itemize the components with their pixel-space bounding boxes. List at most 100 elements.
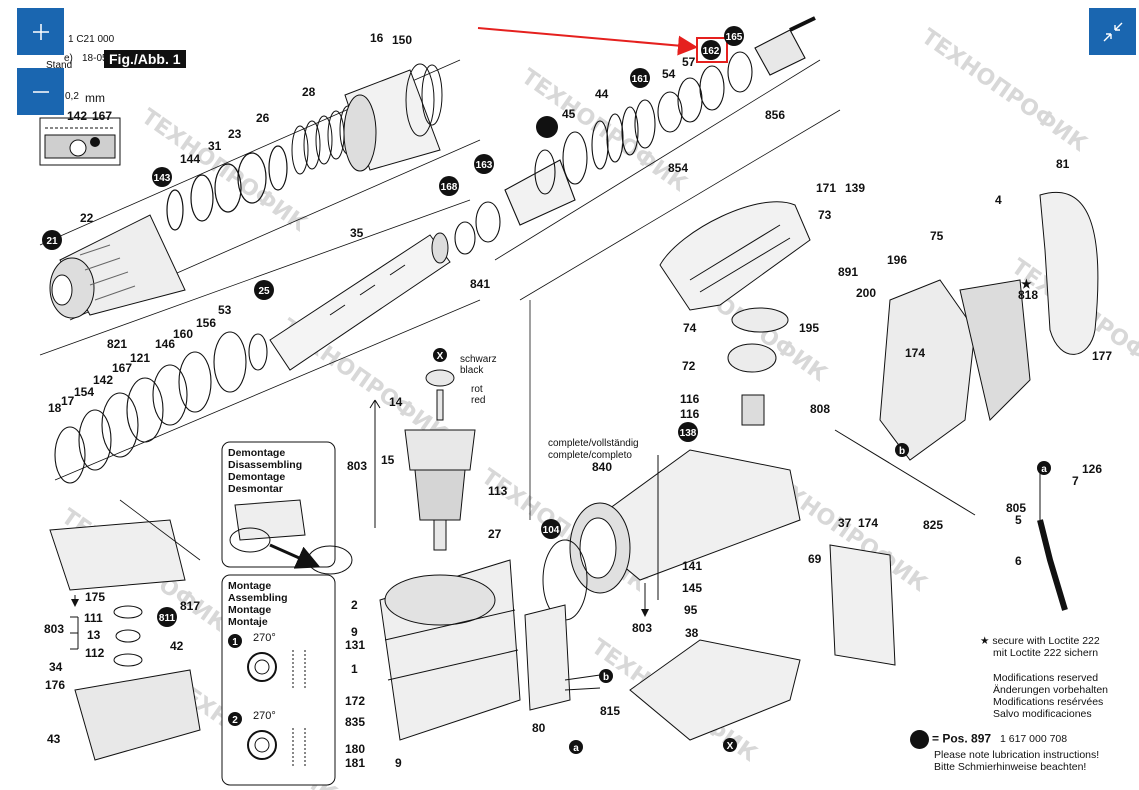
electronic-module — [524, 604, 601, 711]
chuck-sleeve — [49, 214, 186, 319]
plus-icon — [32, 23, 49, 40]
svg-text:red: red — [471, 395, 485, 406]
part-label: 73 — [818, 208, 832, 222]
svg-text:black: black — [460, 365, 484, 376]
part-label: 26 — [256, 111, 270, 125]
part-label: 803 — [347, 459, 367, 473]
circled-labels: 143 21 25 168 163 161 162 165 138 104 81… — [42, 26, 744, 627]
svg-text:X: X — [437, 351, 444, 362]
part-label: 841 — [470, 277, 490, 291]
part-label: 15 — [381, 453, 395, 467]
part-label: 112 — [85, 646, 105, 660]
part-label: 803 — [632, 621, 652, 635]
svg-text:Montage: Montage — [228, 580, 271, 592]
part-label: 7 — [1072, 474, 1079, 488]
gap-unit: mm — [85, 91, 105, 105]
part-label: 6 — [1015, 554, 1022, 568]
spindle-tube — [269, 232, 451, 371]
date-prefix: e) — [64, 53, 73, 64]
svg-text:a: a — [573, 743, 579, 754]
brush-holder-assembly — [49, 519, 201, 761]
lower-ring-set — [54, 331, 268, 484]
rear-handle — [1039, 191, 1099, 355]
part-label: 69 — [808, 552, 822, 566]
star-icon: ★ — [980, 635, 993, 647]
guide-line — [119, 499, 201, 561]
part-label: 171 — [816, 181, 836, 195]
part-label: 856 — [765, 108, 785, 122]
complete-label: complete/vollständig — [548, 438, 639, 449]
svg-text:X: X — [727, 741, 734, 752]
part-label: 131 — [345, 638, 365, 652]
watermark: ТЕХНОПРОФИК — [917, 24, 1092, 157]
svg-text:Disassembling: Disassembling — [228, 459, 302, 471]
part-label: 154 — [74, 385, 94, 399]
zoom-in-button[interactable] — [17, 8, 64, 55]
part-label: 145 — [682, 581, 702, 595]
svg-text:21: 21 — [46, 236, 58, 247]
gear-parts — [727, 307, 789, 426]
svg-text:Montage: Montage — [228, 604, 271, 616]
svg-text:163: 163 — [476, 160, 493, 171]
part-label: 4 — [995, 193, 1002, 207]
part-label: 174 — [905, 346, 925, 360]
gap-value: 0,2 — [65, 91, 79, 102]
complete-label: complete/completo — [548, 450, 632, 461]
svg-text:162: 162 — [703, 46, 720, 57]
svg-text:270°: 270° — [253, 710, 276, 722]
document-code: 1 C21 000 — [68, 34, 115, 45]
part-label: 18 — [48, 401, 62, 415]
zoom-out-button[interactable] — [17, 68, 64, 115]
part-label: 81 — [1056, 157, 1070, 171]
part-label: 805 — [1006, 501, 1026, 515]
part-label: 45 — [562, 107, 576, 121]
svg-text:1: 1 — [232, 637, 238, 648]
part-label: 5 — [1015, 513, 1022, 527]
part-labels: 16 150 28 26 23 31 144 22 35 53 156 160 … — [44, 31, 1112, 770]
lubrication-dot-icon — [910, 730, 929, 749]
lubrication-note: = Pos. 897 1 617 000 708 Please note lub… — [910, 730, 1099, 773]
part-label: 181 — [345, 756, 365, 770]
part-label: 176 — [45, 678, 65, 692]
svg-text:Desmontar: Desmontar — [228, 483, 283, 495]
collapse-arrows-icon — [1103, 22, 1122, 41]
part-label: 144 — [180, 152, 200, 166]
part-label: 146 — [155, 337, 175, 351]
svg-text:165: 165 — [726, 32, 743, 43]
svg-text:Assembling: Assembling — [228, 592, 288, 604]
part-label: 28 — [302, 85, 316, 99]
inset-label-142: 142 — [67, 109, 88, 123]
svg-text:Demontage: Demontage — [228, 447, 285, 459]
part-label: 14 — [389, 395, 403, 409]
bottom-cover — [629, 639, 801, 741]
part-label: 840 — [592, 460, 612, 474]
impact-parts — [454, 16, 816, 255]
svg-text:811: 811 — [159, 613, 176, 624]
part-label: 34 — [49, 660, 63, 674]
ring-parts — [166, 145, 288, 231]
part-label: 167 — [112, 361, 132, 375]
part-label: 80 — [532, 721, 546, 735]
loctite-star: ★ — [1021, 277, 1032, 291]
svg-text:schwarz: schwarz — [460, 354, 497, 365]
part-label: 854 — [668, 161, 688, 175]
part-label: 818 — [1018, 288, 1038, 302]
part-label: 141 — [682, 559, 702, 573]
assembly-box: Montage Assembling Montage Montaje 1 270… — [221, 574, 336, 786]
gearbox-housing — [542, 449, 801, 621]
svg-text:b: b — [603, 672, 609, 683]
part-label: 1 — [351, 662, 358, 676]
part-label: 54 — [662, 67, 676, 81]
part-label: 803 — [44, 622, 64, 636]
armature — [404, 369, 476, 551]
modifications-note: Modifications reserved Änderungen vorbeh… — [993, 672, 1109, 720]
svg-text:Montaje: Montaje — [228, 616, 268, 628]
part-label: 116 — [680, 392, 700, 406]
svg-text:104: 104 — [543, 525, 560, 536]
fullscreen-toggle-button[interactable] — [1089, 8, 1136, 55]
part-label: 53 — [218, 303, 232, 317]
part-label: 43 — [47, 732, 61, 746]
loctite-note: ★ secure with Loctite 222 mit Loctite 22… — [980, 635, 1100, 659]
part-label: 150 — [392, 33, 412, 47]
